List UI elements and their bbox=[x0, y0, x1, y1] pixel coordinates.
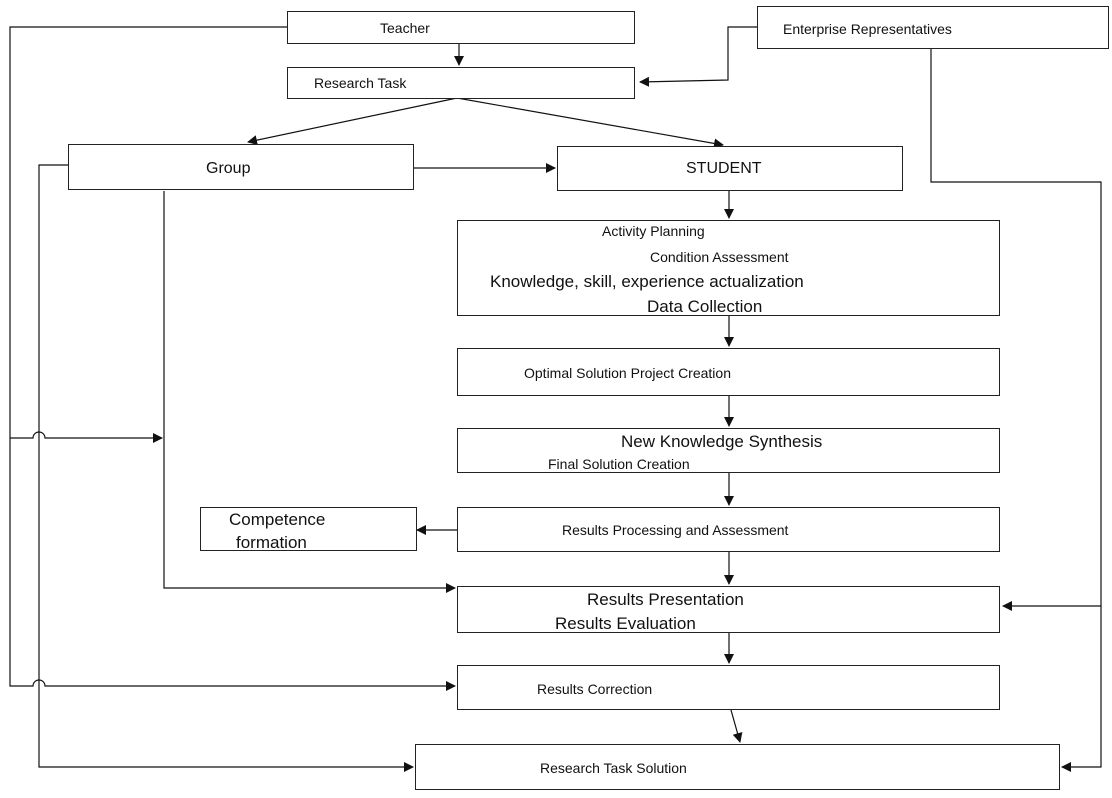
solution-label: Research Task Solution bbox=[540, 760, 687, 776]
arrow-task-to-group bbox=[247, 97, 458, 146]
processing-label: Results Processing and Assessment bbox=[562, 522, 789, 538]
group-box: Group bbox=[68, 144, 414, 190]
optimal-solution-label: Optimal Solution Project Creation bbox=[524, 365, 731, 381]
presentation-line1: Results Presentation bbox=[587, 590, 744, 609]
competence-line1: Competence bbox=[229, 510, 326, 529]
competence-box: Competence formation bbox=[200, 507, 417, 551]
planning-line1: Activity Planning bbox=[602, 223, 705, 239]
processing-box: Results Processing and Assessment bbox=[457, 507, 1000, 552]
solution-box: Research Task Solution bbox=[415, 744, 1060, 790]
presentation-line2: Results Evaluation bbox=[555, 614, 696, 633]
planning-line3: Knowledge, skill, experience actualizati… bbox=[490, 272, 804, 291]
competence-line2: formation bbox=[236, 533, 307, 552]
presentation-box: Results Presentation Results Evaluation bbox=[457, 586, 1000, 633]
arrow-enterprise-to-task bbox=[639, 26, 757, 87]
research-task-label: Research Task bbox=[314, 75, 407, 91]
planning-box: Activity Planning Condition Assessment K… bbox=[457, 220, 1000, 316]
enterprise-label: Enterprise Representatives bbox=[783, 21, 952, 37]
correction-label: Results Correction bbox=[537, 681, 653, 697]
arrow-enterprise-to-presentation bbox=[930, 48, 1102, 611]
synthesis-box: New Knowledge Synthesis Final Solution C… bbox=[457, 428, 1000, 473]
student-box: STUDENT bbox=[557, 146, 903, 191]
synthesis-line1: New Knowledge Synthesis bbox=[621, 432, 823, 451]
arrow-task-to-student bbox=[456, 97, 724, 149]
optimal-solution-box: Optimal Solution Project Creation bbox=[457, 348, 1000, 396]
synthesis-line2: Final Solution Creation bbox=[548, 456, 690, 472]
group-label: Group bbox=[206, 160, 251, 177]
student-label: STUDENT bbox=[686, 160, 762, 177]
teacher-label: Teacher bbox=[380, 20, 430, 36]
teacher-box: Teacher bbox=[287, 11, 635, 44]
arrow-group-to-solution bbox=[38, 164, 414, 772]
arrow-teacher-to-group-rail bbox=[10, 431, 163, 443]
enterprise-box: Enterprise Representatives bbox=[757, 6, 1109, 49]
correction-box: Results Correction bbox=[457, 665, 1000, 710]
planning-line4: Data Collection bbox=[647, 297, 763, 316]
research-task-box: Research Task bbox=[287, 67, 635, 99]
arrow-enterprise-to-solution bbox=[1061, 606, 1102, 772]
planning-line2: Condition Assessment bbox=[650, 249, 789, 265]
arrow-correction-to-solution bbox=[730, 709, 743, 743]
arrow-teacher-to-correction bbox=[9, 26, 456, 691]
arrow-group-to-presentation bbox=[163, 191, 456, 593]
